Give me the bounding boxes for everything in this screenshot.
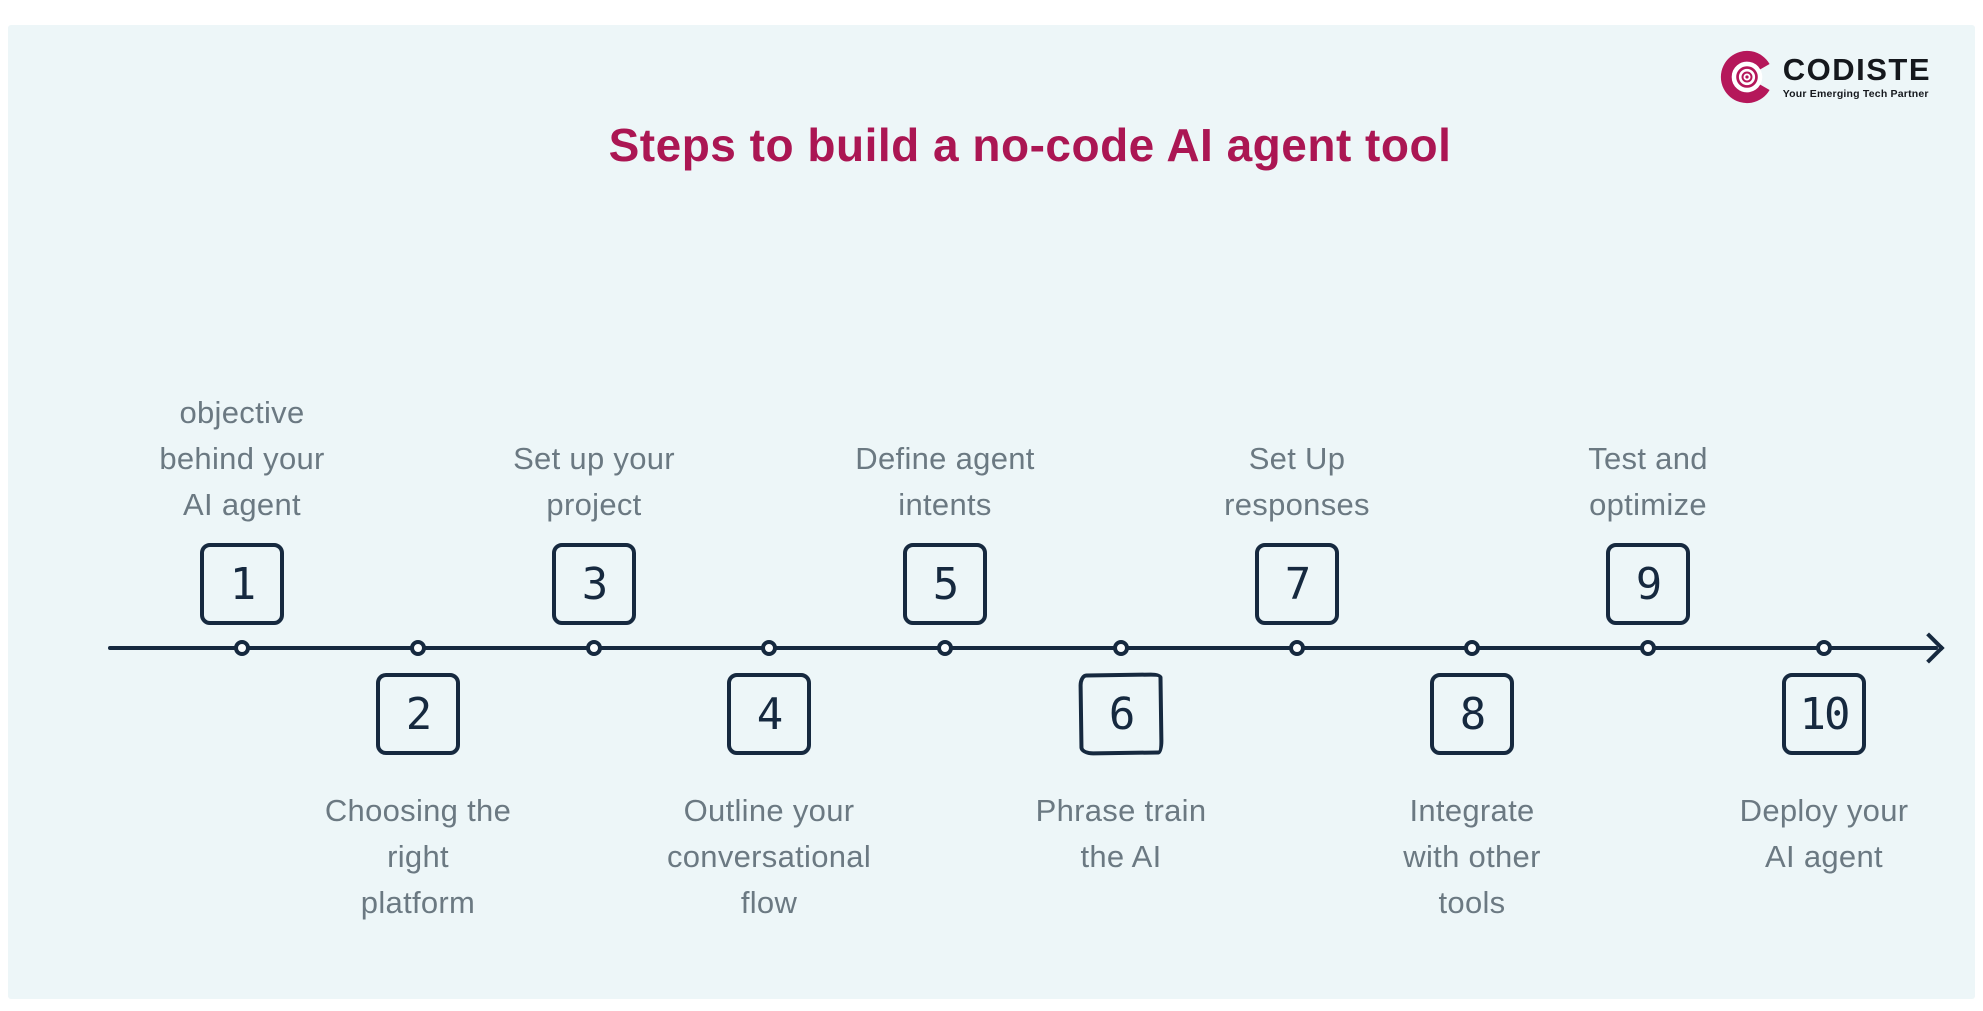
- timeline-node: [761, 640, 777, 656]
- step-label: Define agent intents: [855, 441, 1035, 522]
- step-number: 1: [229, 558, 256, 610]
- step-number-box: 4: [727, 673, 811, 755]
- step-number-box: 8: [1430, 673, 1514, 755]
- codiste-logo-icon: [1720, 50, 1770, 104]
- codiste-logo: CODISTE Your Emerging Tech Partner: [1720, 50, 1931, 104]
- logo-wordmark: CODISTE: [1782, 52, 1931, 87]
- step-number: 5: [932, 558, 959, 610]
- step-label: Integrate with other tools: [1403, 793, 1541, 920]
- step-number-box: 2: [376, 673, 460, 755]
- step-label: Test and optimize: [1588, 441, 1708, 522]
- step-number-box: 1: [200, 543, 284, 625]
- step-label: objective behind your AI agent: [159, 395, 325, 522]
- step-number-box: 3: [552, 543, 636, 625]
- infographic-panel: [8, 25, 1975, 999]
- step-number: 4: [756, 688, 783, 740]
- logo-tagline: Your Emerging Tech Partner: [1782, 88, 1929, 100]
- step-label: Phrase train the AI: [1035, 793, 1207, 874]
- step-number: 6: [1108, 688, 1134, 740]
- timeline-node: [586, 640, 602, 656]
- step-number: 7: [1284, 558, 1311, 610]
- timeline-node: [1464, 640, 1480, 656]
- step-label: Choosing the right platform: [324, 793, 512, 920]
- timeline-line: [108, 646, 1938, 650]
- timeline-node: [234, 640, 250, 656]
- step-number-box: 10: [1782, 673, 1866, 755]
- step-number-box: 6: [1078, 672, 1164, 756]
- timeline-node: [1289, 640, 1305, 656]
- timeline-node: [937, 640, 953, 656]
- step-label: Outline your conversational flow: [666, 793, 872, 920]
- step-label: Set Up responses: [1224, 441, 1370, 522]
- step-number-box: 9: [1606, 543, 1690, 625]
- timeline-node: [1113, 640, 1129, 656]
- timeline-node: [1816, 640, 1832, 656]
- step-number: 8: [1459, 688, 1486, 740]
- step-label: Set up your project: [513, 441, 675, 522]
- step-number-box: 5: [903, 543, 987, 625]
- step-number: 9: [1635, 558, 1662, 610]
- step-number: 2: [405, 688, 432, 740]
- timeline-node: [1640, 640, 1656, 656]
- timeline-node: [410, 640, 426, 656]
- step-label: Deploy your AI agent: [1739, 793, 1909, 874]
- logo-text: CODISTE Your Emerging Tech Partner: [1783, 54, 1931, 100]
- step-number: 3: [581, 558, 608, 610]
- page-title: Steps to build a no-code AI agent tool: [608, 119, 1452, 171]
- step-number-box: 7: [1255, 543, 1339, 625]
- step-number: 10: [1799, 688, 1851, 740]
